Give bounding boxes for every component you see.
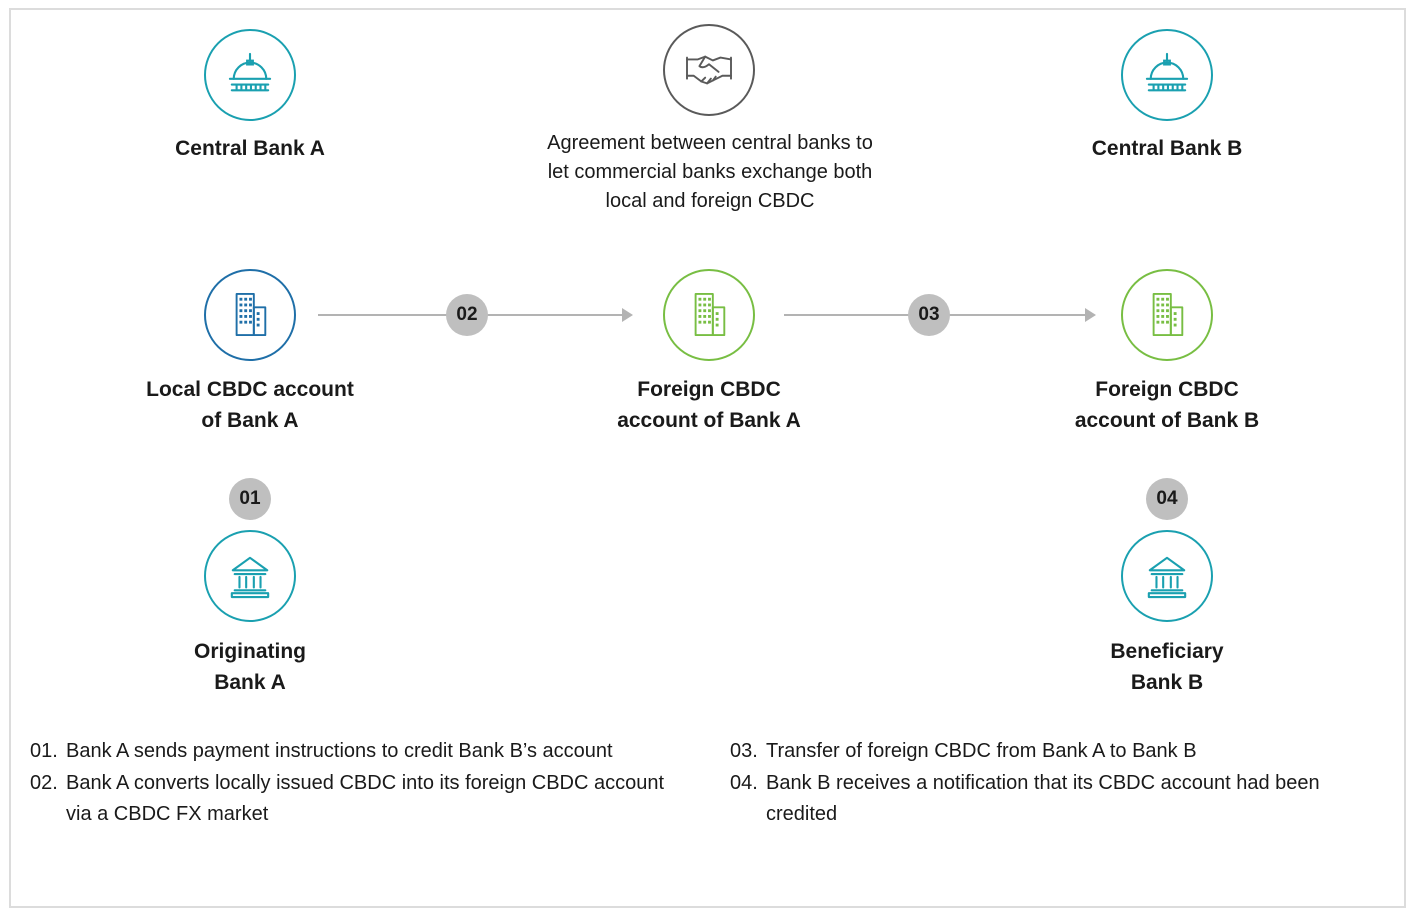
foreign-cbdc-account-a-node bbox=[663, 269, 755, 361]
note-text: Bank A converts locally issued CBDC into… bbox=[66, 772, 665, 825]
agreement-label: Agreement between central banks to let c… bbox=[547, 132, 873, 212]
note-text: Bank B receives a notification that its … bbox=[766, 772, 1320, 825]
central-bank-b-label: Central Bank B bbox=[1091, 137, 1243, 160]
notes-left: 01. Bank A sends payment instructions to… bbox=[30, 736, 680, 831]
step-badge-01: 01 bbox=[229, 478, 271, 520]
agreement-node bbox=[663, 24, 755, 116]
beneficiary-bank-label: Beneficiary Bank B bbox=[1110, 640, 1224, 694]
note-text: Bank A sends payment instructions to cre… bbox=[66, 740, 613, 762]
office-building-icon bbox=[1152, 293, 1184, 337]
bank-building-icon bbox=[230, 556, 270, 599]
note-number: 01. bbox=[30, 740, 58, 762]
central-bank-a-label: Central Bank A bbox=[175, 137, 325, 160]
step-badge-02: 02 bbox=[446, 294, 488, 336]
capitol-dome-icon bbox=[228, 52, 272, 92]
capitol-dome-icon bbox=[1145, 52, 1189, 92]
beneficiary-bank-node bbox=[1121, 530, 1213, 622]
note-item: 01. Bank A sends payment instructions to… bbox=[30, 736, 680, 767]
arrow-03-head bbox=[1085, 308, 1096, 322]
foreign-cbdc-account-a-label: Foreign CBDC account of Bank A bbox=[617, 378, 801, 432]
office-building-icon bbox=[235, 293, 267, 337]
handshake-icon bbox=[686, 55, 732, 85]
note-item: 02. Bank A converts locally issued CBDC … bbox=[30, 768, 680, 830]
note-number: 04. bbox=[730, 772, 758, 794]
note-text: Transfer of foreign CBDC from Bank A to … bbox=[766, 740, 1197, 762]
office-building-icon bbox=[694, 293, 726, 337]
step-badge-04: 04 bbox=[1146, 478, 1188, 520]
foreign-cbdc-account-b-node bbox=[1121, 269, 1213, 361]
central-bank-b-node bbox=[1121, 29, 1213, 121]
notes-right: 03. Transfer of foreign CBDC from Bank A… bbox=[730, 736, 1390, 831]
note-item: 04. Bank B receives a notification that … bbox=[730, 768, 1390, 830]
note-number: 03. bbox=[730, 740, 758, 762]
local-cbdc-account-a-node bbox=[204, 269, 296, 361]
step-badge-03: 03 bbox=[908, 294, 950, 336]
originating-bank-label: Originating Bank A bbox=[194, 640, 306, 694]
bank-building-icon bbox=[1147, 556, 1187, 599]
foreign-cbdc-account-b-label: Foreign CBDC account of Bank B bbox=[1074, 378, 1260, 432]
local-cbdc-account-a-label: Local CBDC account of Bank A bbox=[146, 378, 354, 432]
originating-bank-node bbox=[204, 530, 296, 622]
central-bank-a-node bbox=[204, 29, 296, 121]
note-item: 03. Transfer of foreign CBDC from Bank A… bbox=[730, 736, 1390, 767]
note-number: 02. bbox=[30, 772, 58, 794]
arrow-02-head bbox=[622, 308, 633, 322]
